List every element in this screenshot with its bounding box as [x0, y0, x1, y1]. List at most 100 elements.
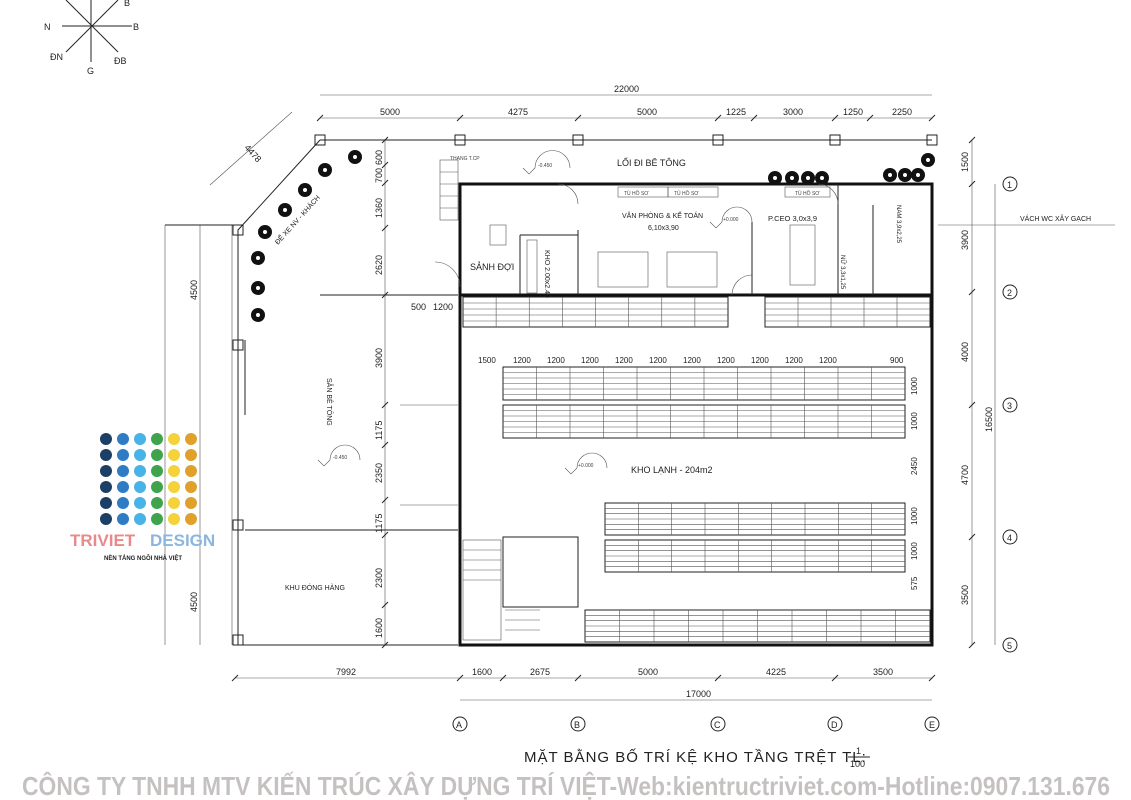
logo-dot — [185, 513, 197, 525]
dim-label: 7992 — [336, 667, 356, 677]
dim-label: 4275 — [508, 107, 528, 117]
cabinet-label: TỦ HỒ SƠ — [674, 190, 699, 197]
dim-label: 4225 — [766, 667, 786, 677]
watermark-text: CÔNG TY TNHH MTV KIẾN TRÚC XÂY DỰNG TRÍ … — [22, 771, 1110, 800]
dim-label: 1000 — [910, 377, 919, 395]
grid-row-label: 2 — [1007, 288, 1012, 298]
level-marker-yard: -0.450 — [317, 444, 361, 467]
office-furniture — [434, 183, 839, 296]
dim-bottom: 7992 1600 2675 5000 4225 3500 17000 — [336, 667, 893, 699]
tree-icon — [258, 225, 272, 239]
logo-word-design: DESIGN — [150, 531, 215, 550]
compass-label: B — [124, 0, 130, 8]
logo-dot — [134, 433, 146, 445]
logo-dot — [117, 513, 129, 525]
dim-label: 1175 — [374, 514, 384, 533]
tree-icon — [815, 171, 829, 185]
dim-label: 1200 — [615, 356, 633, 365]
logo-dot — [151, 497, 163, 509]
rack — [604, 539, 906, 573]
rack — [764, 296, 931, 328]
dim-overall-right: 16500 — [984, 407, 994, 432]
dim-label: 1600 — [472, 667, 492, 677]
scale-numerator: 1 — [856, 746, 861, 756]
dim-label: 1200 — [513, 356, 531, 365]
level-marker-storage: +0.000 — [564, 452, 608, 475]
rack — [502, 404, 906, 439]
grid-axis-cols: A B C D E — [452, 716, 940, 732]
logo-dot — [117, 449, 129, 461]
logo-dot — [185, 481, 197, 493]
room-label-office: VĂN PHÒNG & KẾ TOÁN — [622, 210, 703, 220]
logo-dot — [168, 449, 180, 461]
dim-overall-top: 22000 — [614, 84, 639, 94]
dim-label: 1250 — [843, 107, 863, 117]
room-label-wc-male: NAM 3,9x2,25 — [895, 205, 901, 244]
dim-label: 500 — [411, 302, 426, 312]
level-label: -0.450 — [538, 163, 552, 169]
logo-dot — [100, 513, 112, 525]
grid-col-label: C — [714, 720, 721, 730]
building-walls — [458, 182, 934, 647]
level-label: +0.000 — [578, 463, 594, 469]
tree-icon — [911, 168, 925, 182]
tree-icon — [883, 168, 897, 182]
grid-col-label: D — [831, 720, 838, 730]
dim-label: 4500 — [189, 280, 199, 300]
rack — [604, 502, 906, 536]
dim-label: 1360 — [374, 198, 384, 218]
dim-label: 1600 — [374, 618, 384, 638]
dim-label: 2250 — [892, 107, 912, 117]
room-label-loading: KHU ĐÓNG HÀNG — [285, 583, 345, 592]
tree-icon — [298, 183, 312, 197]
dim-label: 1000 — [910, 542, 919, 560]
dim-label: 1200 — [683, 356, 701, 365]
tree-icon — [251, 308, 265, 322]
tree-icon — [801, 171, 815, 185]
dim-label: 5000 — [637, 107, 657, 117]
dim-label: 1200 — [547, 356, 565, 365]
annotation-wc-wall: VÁCH WC XÂY GẠCH — [1020, 214, 1091, 223]
logo-dot — [168, 465, 180, 477]
tree-icons — [251, 150, 935, 322]
room-label-corridor: LỐI ĐI BÊ TÔNG — [617, 157, 686, 168]
dimension-lines — [164, 94, 1115, 701]
dim-left: 600 700 1360 2620 3900 1175 2350 1175 23… — [374, 150, 384, 638]
dim-label: 5000 — [380, 107, 400, 117]
file-cabinets — [617, 186, 831, 198]
dim-label: 1500 — [960, 152, 970, 172]
dim-label: 2450 — [910, 457, 919, 475]
logo-dot — [168, 497, 180, 509]
tree-icon — [251, 281, 265, 295]
logo-dot — [151, 481, 163, 493]
logo-dot — [134, 465, 146, 477]
dimension-ticks — [231, 114, 976, 682]
dim-label: 2620 — [374, 255, 384, 275]
compass-label: B — [133, 22, 139, 32]
room-label-office-size: 6,10x3,90 — [648, 225, 679, 232]
level-label: -0.450 — [333, 455, 347, 461]
logo-dot — [134, 513, 146, 525]
compass-label: ĐB — [114, 56, 127, 66]
dim-label: 1500 — [478, 356, 496, 365]
grid-row-label: 1 — [1007, 180, 1012, 190]
logo-dot — [117, 433, 129, 445]
tree-icon — [278, 203, 292, 217]
logo-tagline: NỀN TẢNG NGÔI NHÀ VIỆT — [104, 554, 182, 562]
stair-bottom — [462, 539, 540, 641]
room-label-parking: ĐỂ XE NV - KHÁCH — [273, 193, 322, 246]
dim-top: 5000 4275 5000 1225 3000 1250 2250 — [380, 107, 912, 117]
dim-label: 3900 — [960, 230, 970, 250]
grid-axis-rows: 1 2 3 4 5 — [1002, 176, 1018, 653]
compass-icon: B B ĐB G ĐN N — [44, 0, 139, 76]
level-marker-outside: -0.450 — [522, 150, 571, 175]
stair-top — [439, 159, 459, 221]
dim-label: 1200 — [751, 356, 769, 365]
logo-word-triviet: TRIVIET — [70, 531, 136, 550]
grid-row-label: 5 — [1007, 641, 1012, 651]
dim-label: 4000 — [960, 342, 970, 362]
dim-label: 1200 — [581, 356, 599, 365]
tree-icon — [318, 163, 332, 177]
level-marker-office: +0.000 — [709, 206, 753, 229]
dim-label: 1200 — [649, 356, 667, 365]
